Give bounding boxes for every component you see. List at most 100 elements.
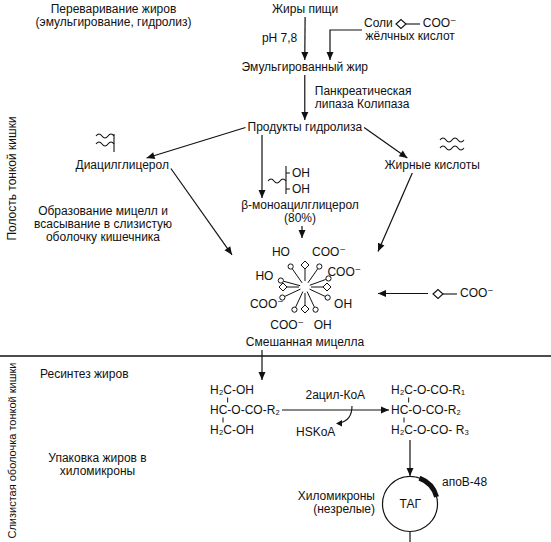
arrow-head: [381, 407, 389, 414]
micelle-drawing: [232, 238, 378, 350]
bond-line: [223, 418, 224, 423]
bile-salt-node: СолиCOO⁻жёлчных кислот: [362, 16, 458, 44]
bile-salt-ring: [301, 305, 309, 313]
connector: [147, 128, 246, 159]
bile-salt-tail: [287, 287, 299, 288]
chylomicron: ТАГ апоВ-48Хиломикроны (незрелые): [250, 476, 495, 534]
lipid-tail: [296, 292, 303, 307]
lipid-tail: [310, 289, 325, 296]
fatty-acid-tail: [440, 138, 464, 142]
group-label: COO⁻: [327, 266, 361, 279]
bile-salt-tail: [305, 269, 306, 281]
lipid-tail: [307, 292, 314, 307]
node-text: Продукты гидролиза: [248, 121, 363, 134]
connector-line: [171, 169, 232, 255]
outflow-line: [409, 532, 410, 542]
edge-label: 2ацил-КоА: [303, 389, 367, 402]
group-label: COO⁻: [270, 319, 304, 332]
formula-line: HC-O-CO-R₂: [210, 400, 280, 420]
group-label: OH: [314, 319, 332, 332]
bile-salt-ring: [433, 289, 443, 298]
node-text: жёлчных кислот: [364, 30, 456, 43]
lipid-head: [288, 264, 293, 269]
arrow-head: [378, 290, 386, 297]
structural-formula: H₂C-OHHC-O-CO-R₂H₂C-OH: [208, 380, 282, 440]
fatty-acid-tail: [440, 146, 464, 150]
connector-line: [364, 128, 407, 159]
bile-salt-ring: [301, 261, 309, 269]
apoprotein-arc: [419, 478, 436, 497]
chylomicron-membrane: [383, 477, 438, 532]
monoacylglycerol-icon: [268, 166, 290, 194]
bile-salt-row: СолиCOO⁻: [364, 17, 456, 30]
process-step: Продукты гидролиза: [246, 120, 365, 135]
arrow-head: [147, 152, 156, 159]
region-separator: [0, 355, 551, 356]
lipid-head: [313, 307, 318, 312]
node-text: Жиры пищи: [272, 3, 338, 16]
connector-line: [378, 173, 412, 251]
connector: [364, 128, 407, 159]
bile-salt-ring: [323, 283, 331, 291]
apoprotein-label: апоВ-48: [442, 476, 487, 489]
charge-label: COO⁻: [460, 286, 494, 300]
fatty-acid-icon: [440, 138, 464, 150]
product-label: Жирные кислоты: [383, 158, 482, 173]
product-label: Диацилглицерол: [74, 158, 171, 173]
node-text: β-моноацилглицерол (80%): [235, 199, 365, 225]
lipid-head: [317, 264, 322, 269]
arrow-head: [327, 52, 334, 60]
input-label: Жиры пищи: [270, 2, 340, 17]
bond-line: [408, 398, 409, 403]
edge-label: Панкреатическая липаза Колипаза: [313, 85, 427, 111]
arrow-head: [301, 112, 308, 120]
group-label: COO⁻: [312, 246, 346, 259]
acyl-tail: [268, 179, 286, 183]
node-caption: Хиломикроны (незрелые): [250, 490, 375, 516]
bile-salt-tail: [406, 23, 420, 24]
connector: [171, 169, 232, 255]
formula-line: H₂C-OH: [210, 420, 280, 440]
core-label: ТАГ: [400, 498, 421, 511]
connector-line: [330, 30, 362, 60]
bond-line: [404, 418, 405, 423]
note-label: Образование мицелл и всасывание в слизис…: [28, 205, 178, 244]
bile-salt-symbol: [432, 288, 458, 300]
edge-label: pH 7,8: [260, 32, 299, 45]
connector: [282, 407, 389, 414]
formula-line: HC-O-CO-R₂: [391, 400, 469, 420]
node-caption: Смешанная мицелла: [232, 336, 378, 349]
node-text: Жирные кислоты: [385, 159, 480, 172]
region-label: Слизистая оболочка тонкой кишки: [6, 362, 19, 538]
bile-salt-symbol: [395, 18, 421, 30]
bile-salt-tail: [311, 287, 323, 288]
connector: [378, 290, 428, 297]
acyl-tail: [96, 142, 114, 146]
lipid-head: [325, 295, 330, 300]
lipid-tail: [284, 281, 300, 285]
bile-salt-tail: [305, 293, 306, 305]
lipid-head: [292, 307, 297, 312]
connector: [259, 350, 266, 380]
arrow-head: [259, 372, 266, 380]
structural-formula: H₂C-O-CO-R₁HC-O-CO-R₂H₂C-O-CO- R₃: [389, 380, 471, 440]
lipid-tail: [310, 279, 326, 285]
lipid-tail: [285, 289, 300, 296]
formula-line: H₂C-O-CO-R₁: [391, 380, 469, 400]
release-arrow-head: [336, 420, 342, 427]
connector: [259, 135, 266, 198]
arrow-head: [301, 52, 308, 60]
bile-salt-ring: [396, 19, 406, 28]
group-label: OH: [334, 298, 352, 311]
node-text: Диацилглицерол: [76, 159, 169, 172]
group-label: COO⁻: [250, 298, 284, 311]
arrow-head: [399, 151, 408, 158]
connector: [327, 30, 363, 60]
group-label: HO: [272, 246, 290, 259]
bile-salt-tail: [443, 293, 457, 294]
formula-line: H₂C-O-CO- R₃: [391, 420, 469, 440]
arrow-head: [378, 243, 384, 252]
lipid-head: [278, 278, 283, 283]
note-label: Переваривание жиров (эмульгирование, гид…: [26, 3, 201, 29]
